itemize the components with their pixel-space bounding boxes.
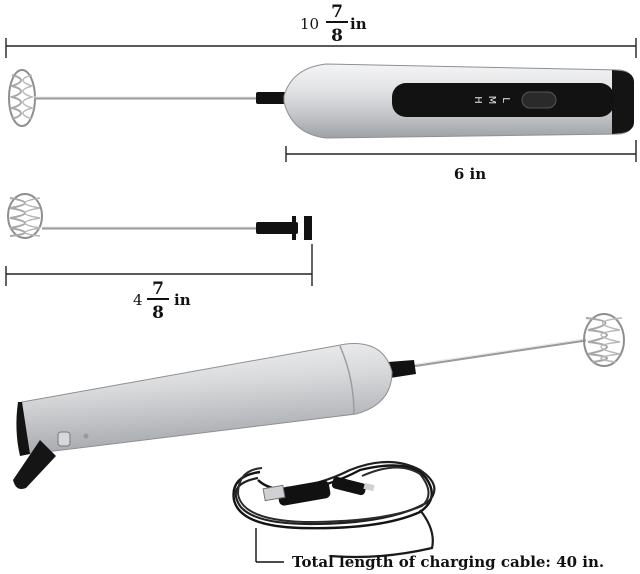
port-cover-flap (13, 440, 56, 489)
charging-port (57, 431, 71, 447)
whisk-length-denominator: 8 (152, 303, 164, 323)
whisk-coil-icon (583, 313, 625, 367)
handle-length-label: 6 in (454, 165, 486, 183)
speed-label-low: L (500, 97, 511, 103)
frother-assembled: H M L (8, 63, 634, 139)
control-panel (392, 83, 614, 117)
whisk-length-unit: in (174, 291, 191, 309)
whisk-length-dimension: 4 7 8 in (5, 244, 313, 323)
total-length-dimension: 10 7 8 in (5, 2, 637, 58)
handle-length-dimension: 6 in (285, 140, 637, 183)
usb-charging-cable-icon (232, 460, 436, 559)
whisk-length-numerator: 7 (152, 279, 164, 299)
total-length-numerator: 7 (331, 2, 343, 22)
total-length-denominator: 8 (331, 26, 343, 46)
total-length-unit: in (350, 15, 367, 33)
whisk-attachment (7, 193, 312, 240)
indicator-light (83, 433, 89, 439)
speed-label-high: H (472, 96, 483, 104)
whisk-coil-icon (7, 193, 43, 239)
frother-angled (13, 313, 625, 489)
whisk-length-whole: 4 (133, 291, 143, 309)
speed-label-mid: M (486, 96, 497, 105)
total-length-whole: 10 (300, 15, 319, 33)
power-button (521, 91, 557, 109)
whisk-coil-icon (8, 69, 36, 127)
cable-length-caption: Total length of charging cable: 40 in. (292, 553, 604, 571)
